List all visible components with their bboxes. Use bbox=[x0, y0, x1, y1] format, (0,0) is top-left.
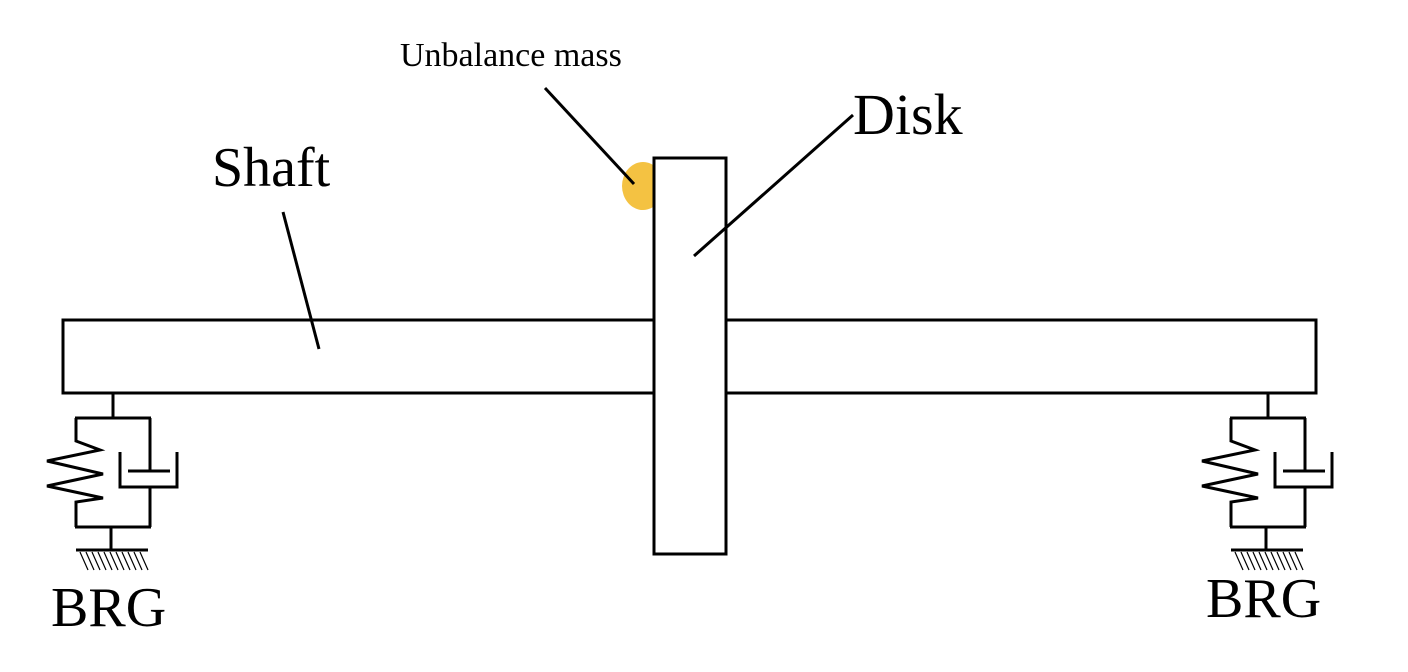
bearing-right-label: BRG bbox=[1206, 568, 1321, 630]
bearing-right bbox=[1200, 391, 1334, 572]
disk-label: Disk bbox=[853, 82, 963, 147]
bearing-left-label: BRG bbox=[51, 577, 166, 639]
unbalance-leader-line bbox=[543, 86, 636, 186]
disk-leader-line bbox=[693, 113, 854, 258]
shaft-label: Shaft bbox=[212, 137, 331, 199]
disk bbox=[652, 156, 728, 556]
shaft-leader-line bbox=[281, 211, 321, 350]
bearing-left bbox=[45, 391, 179, 572]
unbalance-mass-label: Unbalance mass bbox=[400, 37, 622, 74]
